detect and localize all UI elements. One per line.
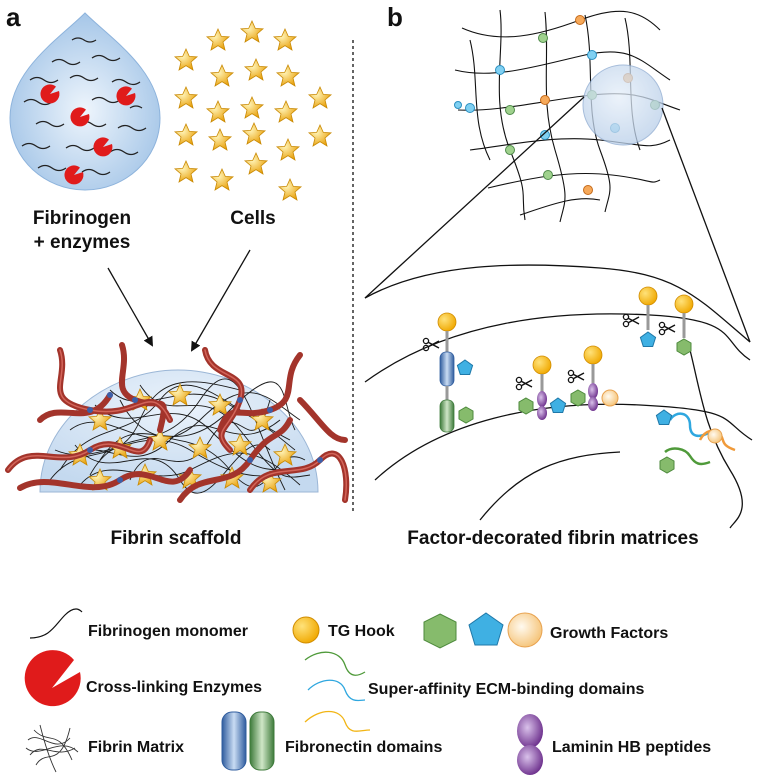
panel-b-letter: b [387, 2, 403, 32]
pentagon-icon [456, 359, 474, 375]
construct-direct-2 [658, 294, 694, 356]
fibrin-network [454, 9, 681, 223]
droplet-icon [9, 12, 161, 191]
cell-star-icon [240, 96, 264, 119]
cell-star-icon [278, 178, 302, 201]
laminin-icon [517, 714, 543, 748]
cell-star-icon [174, 48, 198, 71]
pentagon-icon [639, 331, 657, 347]
arrow-droplet-to-scaffold [107, 267, 153, 347]
cylinder-icon [249, 711, 275, 771]
legend-fibronectin-domains: Fibronectin domains [285, 739, 442, 756]
enzyme-pacman-icon [24, 650, 81, 707]
cell-star-icon [276, 64, 300, 87]
cell-star-icon [244, 152, 268, 175]
construct-laminin-1 [515, 355, 567, 420]
tg-hook-icon [437, 312, 457, 332]
cylinder-icon [221, 711, 247, 771]
cell-star-icon [244, 58, 268, 81]
super-affinity-icon [304, 651, 371, 732]
matrices-caption: Factor-decorated fibrin matrices [407, 528, 698, 549]
tg-hook-icon [292, 616, 320, 644]
cell-star-icon [308, 124, 332, 147]
scissors-icon [658, 321, 676, 336]
cells-cluster [174, 20, 332, 201]
laminin-icon [537, 391, 547, 407]
laminin-icon [588, 383, 598, 399]
tg-hook-icon [583, 345, 603, 365]
cell-star-icon [206, 28, 230, 51]
cells-label: Cells [230, 208, 275, 229]
tg-hook-icon [638, 286, 658, 306]
legend: Fibrinogen monomer TG Hook Growth Factor… [24, 608, 711, 775]
scaffold-caption: Fibrin scaffold [111, 528, 242, 549]
cell-star-icon [210, 168, 234, 191]
hexagon-icon [458, 406, 474, 424]
fibrin-scaffold [5, 342, 350, 503]
hexagon-icon [659, 456, 675, 474]
cell-star-icon [242, 122, 266, 145]
fibrin-matrix-icon [25, 724, 79, 773]
circle-factor-icon [601, 389, 619, 407]
hexagon-icon [676, 338, 692, 356]
zoom-line-right [661, 107, 751, 343]
hexagon-icon [518, 397, 534, 415]
pentagon-icon [468, 612, 504, 646]
cylinder-icon [439, 399, 455, 433]
circle-factor-icon [507, 612, 543, 648]
cylinder-icon [439, 351, 455, 387]
zoomed-fibers [364, 264, 753, 529]
arrow-cells-to-scaffold [190, 249, 251, 352]
cell-star-icon [208, 128, 232, 151]
super-affinity-binding [655, 409, 736, 474]
circle-factor-icon [707, 428, 723, 444]
scissors-icon [622, 313, 640, 328]
cell-star-icon [174, 123, 198, 146]
pentagon-icon [655, 409, 673, 425]
legend-tg-hook: TG Hook [328, 623, 395, 640]
hexagon-icon [570, 389, 586, 407]
cell-star-icon [174, 160, 198, 183]
zoom-line-left [364, 96, 585, 299]
legend-growth-factors: Growth Factors [550, 625, 668, 642]
cell-star-icon [240, 20, 264, 43]
legend-fibrinogen-monomer: Fibrinogen monomer [88, 623, 248, 640]
legend-fibrin-matrix: Fibrin Matrix [88, 739, 184, 756]
fibrinogen-monomer-icon [29, 608, 83, 639]
network-nodes [454, 15, 660, 195]
construct-laminin-2 [567, 345, 619, 411]
droplet-label-line1: Fibrinogen [33, 208, 131, 229]
construct-direct-1 [622, 286, 658, 347]
droplet-label-line2: + enzymes [34, 232, 131, 253]
cell-star-icon [206, 100, 230, 123]
hexagon-icon [423, 613, 457, 649]
legend-super-affinity: Super-affinity ECM-binding domains [368, 681, 645, 698]
cell-star-icon [273, 28, 297, 51]
zoom-circle [582, 64, 664, 146]
legend-crosslinking-enzymes: Cross-linking Enzymes [86, 679, 262, 696]
construct-fibronectin [422, 312, 474, 433]
cell-star-icon [174, 86, 198, 109]
cell-star-icon [210, 64, 234, 87]
scissors-icon [422, 337, 440, 352]
scissors-icon [567, 369, 585, 384]
cell-star-icon [274, 100, 298, 123]
tg-hook-icon [674, 294, 694, 314]
legend-laminin-hb: Laminin HB peptides [552, 739, 711, 756]
cell-star-icon [276, 138, 300, 161]
pentagon-icon [549, 397, 567, 413]
scissors-icon [515, 376, 533, 391]
scaffold-mesh [49, 378, 311, 494]
cell-star-icon [308, 86, 332, 109]
panel-a-letter: a [6, 2, 21, 32]
tg-hook-icon [532, 355, 552, 375]
